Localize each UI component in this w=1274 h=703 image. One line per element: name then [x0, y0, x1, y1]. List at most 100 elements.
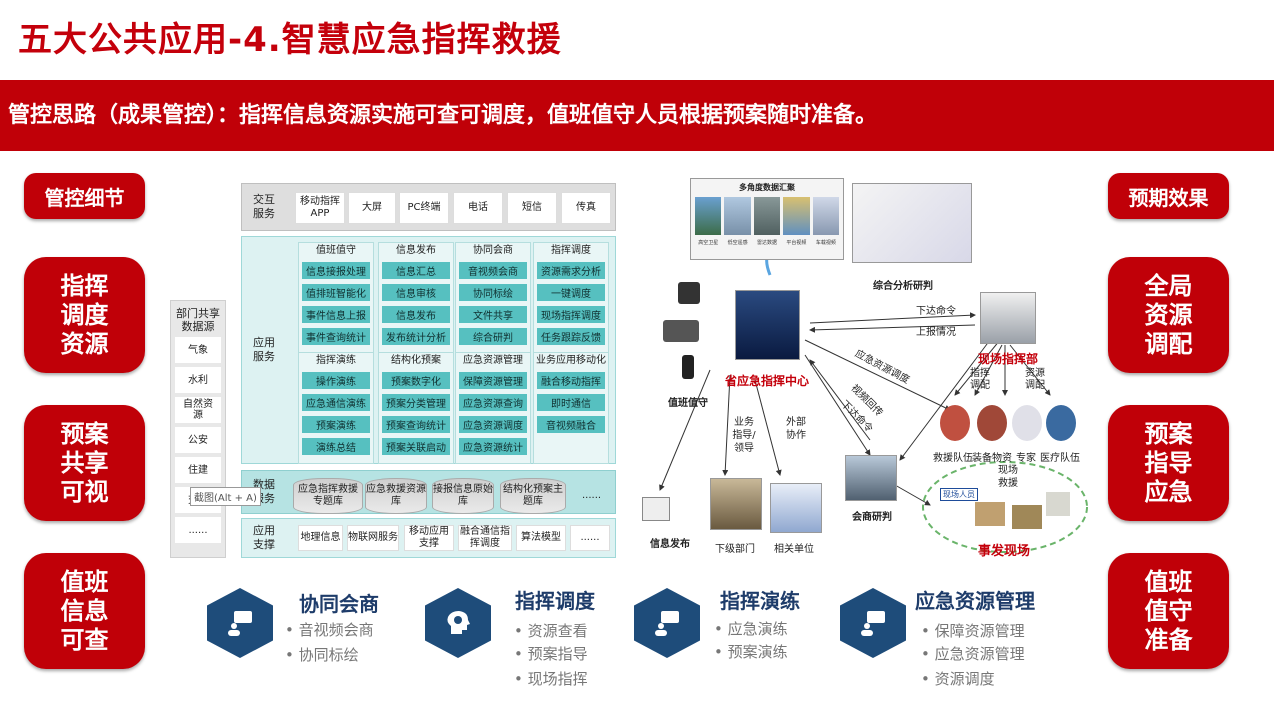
app-group-title: 值班值守 — [316, 245, 356, 256]
interaction-item: 传真 — [561, 192, 611, 224]
data-store: 接报信息原始库 — [432, 478, 494, 514]
left-item-2-line: 共享 — [60, 448, 109, 477]
team-label: 专家 — [1016, 453, 1036, 464]
left-item-2: 预案共享可视 — [24, 405, 145, 521]
screen-caption: 高空卫星 — [698, 240, 719, 246]
app-group: 值班值守信息接报处理值排班智能化事件信息上报事件查询统计 — [298, 242, 374, 354]
app-group-item: 事件查询统计 — [302, 328, 370, 345]
app-group-item: 预案数字化 — [382, 372, 450, 389]
app-group-item: 音视频融合 — [537, 416, 605, 433]
app-group-title: 应急资源管理 — [463, 355, 523, 366]
team-label: 医疗队伍 — [1040, 453, 1080, 464]
feature-item: • 资源查看 — [514, 622, 588, 640]
site-image — [1012, 505, 1042, 529]
screen-thumb — [695, 197, 722, 235]
app-group-title: 信息发布 — [396, 245, 436, 256]
feature-item: • 现场指挥 — [514, 670, 588, 688]
left-item-1: 指挥调度资源 — [24, 257, 145, 373]
dept-item: 公安 — [175, 427, 221, 453]
application-label: 应用服务 — [242, 237, 286, 463]
feature-item: • 音视频会商 — [285, 621, 374, 639]
app-group-item: 即时通信 — [537, 394, 605, 411]
app-group-item: 综合研判 — [459, 328, 527, 345]
app-group: 指挥调度资源需求分析一键调度现场指挥调度任务跟踪反馈 — [533, 242, 609, 354]
site-image — [975, 502, 1005, 526]
data-store: 结构化预案主题库 — [500, 478, 566, 514]
app-group-item: 信息接报处理 — [302, 262, 370, 279]
chat-icon — [840, 588, 906, 658]
screen-thumb — [753, 197, 781, 235]
feature-item: • 预案指导 — [514, 645, 588, 663]
screenshot-tooltip: 截图(Alt + A) — [190, 487, 261, 506]
mobile-icon — [682, 355, 694, 379]
feature-item-text: 预案指导 — [527, 645, 588, 663]
site-people-tag: 现场人员 — [940, 488, 978, 501]
right-item-1-line: 调配 — [1144, 329, 1193, 358]
support-item: 物联网服务 — [347, 525, 399, 551]
duty-label: 值班值守 — [668, 398, 708, 409]
resource-allocation-label: 资源调配 — [1025, 368, 1045, 391]
related-unit-label: 相关单位 — [774, 544, 814, 555]
team-image — [1046, 405, 1076, 441]
down-command-label: 下达命令 — [916, 306, 956, 317]
interaction-service-row: 交互服务 移动指挥APP 大屏 PC终端 电话 短信 传真 — [241, 183, 616, 231]
dept-title-line: 部门共享 — [176, 307, 220, 320]
row-label-line: 支撑 — [253, 538, 275, 551]
fax-icon — [663, 320, 699, 342]
team-label: 装备物资 — [972, 453, 1012, 464]
app-group-item: 预案关联启动 — [382, 438, 450, 455]
app-group-item: 操作演练 — [302, 372, 370, 389]
app-group-title: 业务应用移动化 — [536, 355, 606, 366]
feature-item-text: 应急演练 — [727, 620, 788, 638]
team-label: 救援队伍 — [933, 453, 973, 464]
monitor-icon — [642, 497, 670, 521]
app-group-item: 保障资源管理 — [459, 372, 527, 389]
data-store: 应急指挥救援专题库 — [293, 478, 363, 514]
page-title: 五大公共应用-4.智慧应急指挥救援 — [18, 20, 562, 60]
app-group-item: 音视频会商 — [459, 262, 527, 279]
feature-item-text: 保障资源管理 — [934, 622, 1025, 640]
app-group: 业务应用移动化融合移动指挥即时通信音视频融合 — [533, 352, 609, 464]
business-guidance-label: 业务指导/领导 — [732, 417, 756, 454]
app-group-item: 发布统计分析 — [382, 328, 450, 345]
left-item-1-line: 资源 — [60, 329, 109, 358]
app-group: 信息发布信息汇总信息审核信息发布发布统计分析 — [378, 242, 454, 354]
site-image — [1046, 492, 1070, 516]
screen-caption: 车载视频 — [815, 240, 836, 246]
app-group-item: 信息审核 — [382, 284, 450, 301]
app-group-item: 信息汇总 — [382, 262, 450, 279]
data-store-more: ...... — [582, 490, 602, 501]
app-group-item: 应急资源统计 — [459, 438, 527, 455]
app-group-item: 事件信息上报 — [302, 306, 370, 323]
right-item-1: 全局资源调配 — [1108, 257, 1229, 373]
screen-caption: 平台视频 — [786, 240, 807, 246]
app-group-title: 指挥演练 — [316, 355, 356, 366]
screen-title: 多角度数据汇聚 — [739, 183, 795, 192]
left-header-pill: 管控细节 — [24, 173, 145, 219]
app-group-item: 一键调度 — [537, 284, 605, 301]
consultation-label: 会商研判 — [852, 512, 892, 523]
field-command-label: 现场指挥部 — [978, 352, 1039, 366]
feature-item-text: 资源调度 — [934, 670, 995, 688]
left-item-2-line: 预案 — [60, 419, 109, 448]
app-group-item: 现场指挥调度 — [537, 306, 605, 323]
application-support-row: 应用支撑 地理信息 物联网服务 移动应用支撑 融合通信指挥调度 算法模型 ...… — [241, 518, 616, 558]
row-label-line: 应用 — [253, 524, 275, 537]
interaction-item: PC终端 — [399, 192, 449, 224]
feature-title: 应急资源管理 — [915, 589, 1035, 613]
feature-item-text: 资源查看 — [527, 622, 588, 640]
right-item-3-line: 准备 — [1144, 625, 1193, 654]
screen-caption: 雷达数据 — [757, 240, 778, 246]
analysis-windows-image — [852, 183, 972, 263]
support-item: 融合通信指挥调度 — [458, 525, 512, 551]
right-header-pill: 预期效果 — [1108, 173, 1229, 219]
dept-title: 部门共享数据源 — [171, 301, 225, 333]
field-command-vehicle-image — [980, 292, 1036, 344]
related-unit-image — [770, 483, 822, 533]
app-group-title: 结构化预案 — [391, 355, 441, 366]
head-gear-icon — [425, 588, 491, 658]
feature-item: • 应急资源管理 — [921, 645, 1025, 663]
left-item-3: 值班信息可查 — [24, 553, 145, 669]
dept-item: ...... — [175, 517, 221, 543]
screen-thumb — [783, 197, 810, 235]
